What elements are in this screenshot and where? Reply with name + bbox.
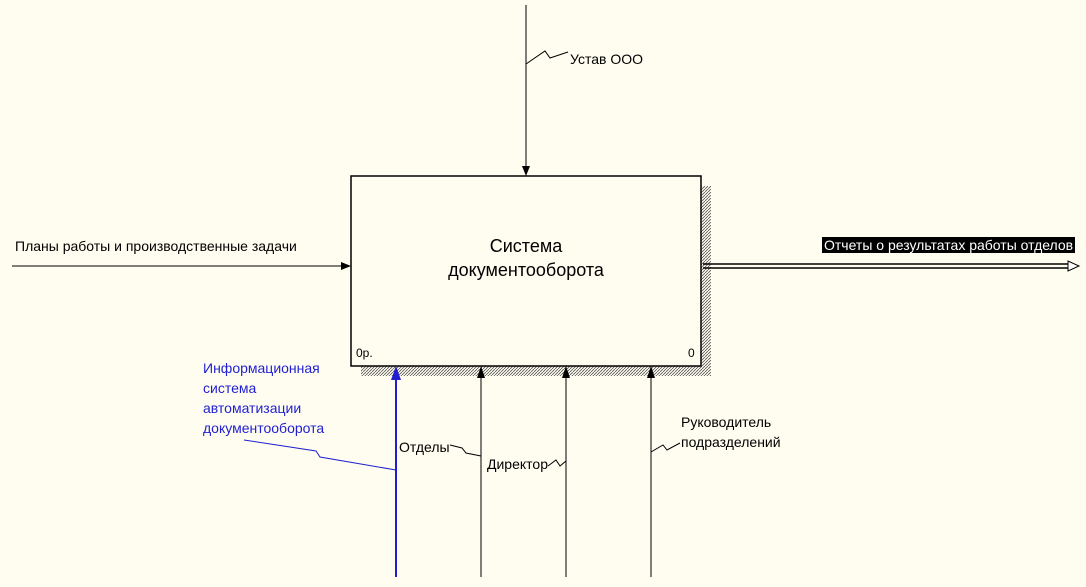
- activity-title-line2: документооборота: [448, 260, 604, 280]
- control-arrow[interactable]: [522, 5, 569, 176]
- mechanism-arrow-departments[interactable]: [449, 366, 485, 577]
- output-label[interactable]: Отчеты о результатах работы отделов: [822, 235, 1076, 255]
- mechanism-label-departments[interactable]: Отделы: [399, 439, 450, 455]
- activity-title-line1: Система: [489, 236, 563, 256]
- activity-title: Система документооборота: [351, 234, 701, 282]
- mechanism-heads-line2: подразделений: [681, 434, 781, 450]
- mechanism-heads-line1: Руководитель: [681, 414, 772, 430]
- output-arrow[interactable]: [703, 260, 1081, 272]
- input-label[interactable]: Планы работы и производственные задачи: [15, 238, 297, 254]
- input-arrow[interactable]: [12, 262, 351, 270]
- mechanism-label-information-system[interactable]: Информационная система автоматизации док…: [203, 358, 324, 438]
- mechanism-is-line4: документооборота: [203, 420, 325, 436]
- activity-box[interactable]: [350, 175, 702, 367]
- mechanism-label-heads[interactable]: Руководитель подразделений: [681, 412, 781, 452]
- node-label: 0р.: [356, 346, 373, 360]
- mechanism-is-line2: система: [203, 380, 257, 396]
- mechanism-is-line3: автоматизации: [203, 400, 302, 416]
- mechanism-arrow-director[interactable]: [547, 366, 570, 577]
- mechanism-arrow-heads[interactable]: [647, 366, 681, 577]
- node-number: 0: [688, 346, 695, 360]
- mechanism-arrow-information-system[interactable]: [243, 366, 401, 577]
- output-label-text: Отчеты о результатах работы отделов: [822, 237, 1076, 253]
- mechanism-is-line1: Информационная: [203, 360, 320, 376]
- control-label[interactable]: Устав ООО: [570, 51, 643, 67]
- mechanism-label-director[interactable]: Директор: [487, 456, 548, 472]
